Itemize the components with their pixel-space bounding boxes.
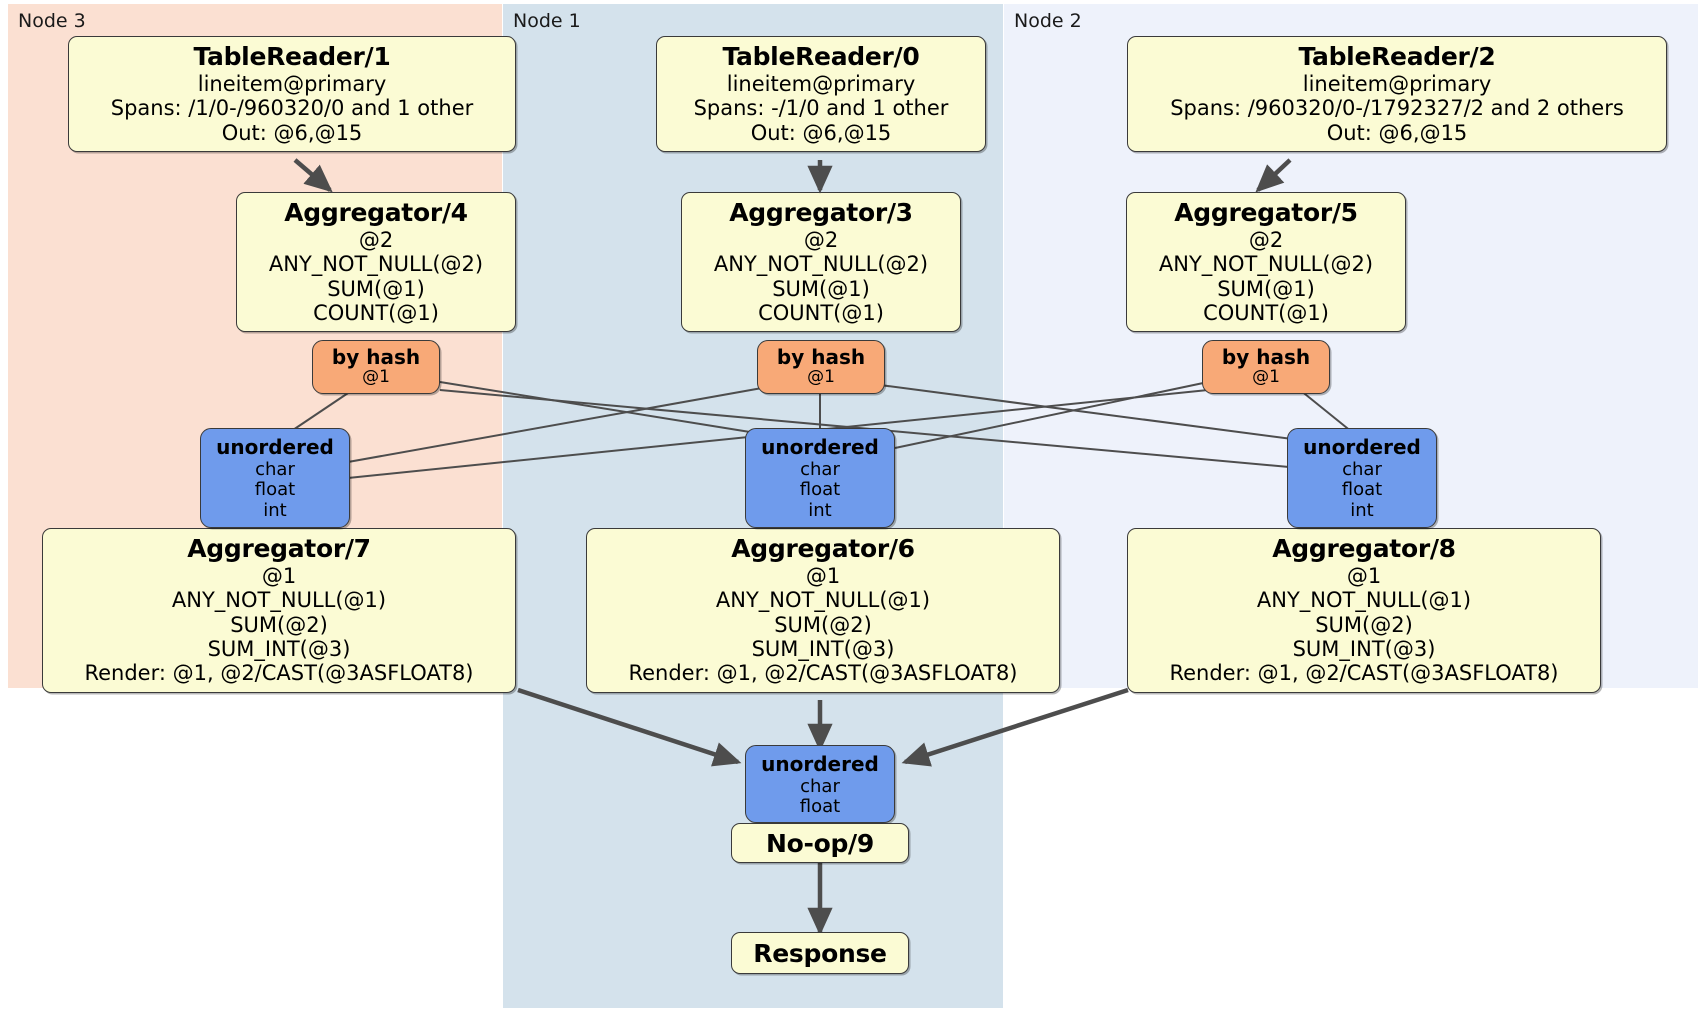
processor-detail: ANY_NOT_NULL(@1)	[171, 588, 387, 613]
processor-aggregator-8[interactable]: Aggregator/8 @1 ANY_NOT_NULL(@1) SUM(@2)…	[1127, 528, 1601, 693]
node-region-label-node1: Node 1	[513, 10, 581, 32]
processor-detail: @2	[803, 228, 839, 252]
processor-title: Aggregator/4	[284, 198, 468, 227]
processor-detail: Spans: /1/0-/960320/0 and 1 other	[110, 96, 474, 121]
processor-detail: Render: @1, @2/CAST(@3ASFLOAT8)	[84, 661, 474, 686]
processor-title: Aggregator/7	[187, 534, 371, 563]
synchronizer-unordered-node2[interactable]: unordered char float int	[1287, 428, 1437, 528]
processor-detail: ANY_NOT_NULL(@1)	[715, 588, 931, 613]
synchronizer-title: unordered	[761, 435, 879, 459]
synchronizer-type: float	[799, 479, 841, 501]
processor-detail: ANY_NOT_NULL(@2)	[1158, 252, 1374, 277]
synchronizer-title: unordered	[1303, 435, 1421, 459]
processor-detail: Render: @1, @2/CAST(@3ASFLOAT8)	[628, 661, 1018, 686]
processor-title: Aggregator/3	[729, 198, 913, 227]
processor-detail: ANY_NOT_NULL(@2)	[268, 252, 484, 277]
processor-detail: SUM_INT(@3)	[1292, 637, 1436, 662]
synchronizer-type: char	[800, 775, 840, 797]
processor-tablereader-2[interactable]: TableReader/2 lineitem@primary Spans: /9…	[1127, 36, 1667, 153]
synchronizer-type: char	[800, 458, 840, 480]
synchronizer-unordered-node3[interactable]: unordered char float int	[200, 428, 350, 528]
processor-detail: SUM_INT(@3)	[751, 637, 895, 662]
router-title: by hash	[776, 345, 866, 369]
processor-tablereader-0[interactable]: TableReader/0 lineitem@primary Spans: -/…	[656, 36, 986, 153]
processor-detail: Out: @6,@15	[750, 120, 892, 145]
processor-title: Aggregator/6	[731, 534, 915, 563]
processor-detail: Spans: /960320/0-/1792327/2 and 2 others	[1170, 96, 1624, 121]
processor-detail: Spans: -/1/0 and 1 other	[693, 96, 949, 121]
processor-title: Aggregator/5	[1174, 198, 1358, 227]
processor-aggregator-5[interactable]: Aggregator/5 @2 ANY_NOT_NULL(@2) SUM(@1)…	[1126, 192, 1406, 333]
synchronizer-title: unordered	[761, 752, 879, 776]
processor-detail: ANY_NOT_NULL(@2)	[713, 252, 929, 277]
processor-title: Response	[753, 938, 887, 968]
processor-detail: @1	[261, 564, 297, 588]
node-region-label-node2: Node 2	[1014, 10, 1082, 32]
processor-detail: COUNT(@1)	[1203, 301, 1329, 326]
processor-aggregator-6[interactable]: Aggregator/6 @1 ANY_NOT_NULL(@1) SUM(@2)…	[586, 528, 1060, 693]
synchronizer-unordered-final[interactable]: unordered char float	[745, 745, 895, 823]
synchronizer-type: float	[1341, 479, 1383, 501]
processor-aggregator-3[interactable]: Aggregator/3 @2 ANY_NOT_NULL(@2) SUM(@1)…	[681, 192, 961, 333]
processor-detail: COUNT(@1)	[758, 301, 884, 326]
processor-detail: SUM(@2)	[1315, 612, 1413, 637]
processor-detail: Render: @1, @2/CAST(@3ASFLOAT8)	[1169, 661, 1559, 686]
processor-detail: SUM_INT(@3)	[207, 637, 351, 662]
router-by-hash-node3[interactable]: by hash @1	[312, 340, 440, 394]
processor-detail: lineitem@primary	[197, 72, 387, 96]
processor-detail: SUM(@2)	[774, 612, 872, 637]
processor-title: Aggregator/8	[1272, 534, 1456, 563]
processor-tablereader-1[interactable]: TableReader/1 lineitem@primary Spans: /1…	[68, 36, 516, 153]
processor-aggregator-4[interactable]: Aggregator/4 @2 ANY_NOT_NULL(@2) SUM(@1)…	[236, 192, 516, 333]
node-region-label-node3: Node 3	[18, 10, 86, 32]
synchronizer-type: float	[799, 796, 841, 818]
processor-detail: @2	[358, 228, 394, 252]
processor-title: No-op/9	[766, 828, 874, 858]
processor-detail: SUM(@2)	[230, 612, 328, 637]
processor-detail: lineitem@primary	[1302, 72, 1492, 96]
router-title: by hash	[1221, 345, 1311, 369]
processor-detail: SUM(@1)	[772, 276, 870, 301]
processor-noop-9[interactable]: No-op/9	[731, 823, 909, 863]
processor-detail: ANY_NOT_NULL(@1)	[1256, 588, 1472, 613]
router-detail: @1	[362, 367, 390, 387]
synchronizer-type: float	[254, 479, 296, 501]
router-by-hash-node1[interactable]: by hash @1	[757, 340, 885, 394]
synchronizer-type: char	[1342, 458, 1382, 480]
synchronizer-type: int	[263, 499, 287, 521]
processor-detail: Out: @6,@15	[1326, 120, 1468, 145]
processor-detail: SUM(@1)	[1217, 276, 1315, 301]
processor-detail: @1	[805, 564, 841, 588]
processor-title: TableReader/0	[722, 42, 920, 71]
synchronizer-unordered-node1[interactable]: unordered char float int	[745, 428, 895, 528]
processor-title: TableReader/1	[193, 42, 391, 71]
processor-response[interactable]: Response	[731, 932, 909, 974]
processor-detail: Out: @6,@15	[221, 120, 363, 145]
router-title: by hash	[331, 345, 421, 369]
processor-aggregator-7[interactable]: Aggregator/7 @1 ANY_NOT_NULL(@1) SUM(@2)…	[42, 528, 516, 693]
router-by-hash-node2[interactable]: by hash @1	[1202, 340, 1330, 394]
router-detail: @1	[807, 367, 835, 387]
processor-detail: SUM(@1)	[327, 276, 425, 301]
router-detail: @1	[1252, 367, 1280, 387]
synchronizer-type: int	[808, 499, 832, 521]
synchronizer-title: unordered	[216, 435, 334, 459]
processor-detail: @2	[1248, 228, 1284, 252]
processor-detail: lineitem@primary	[726, 72, 916, 96]
processor-title: TableReader/2	[1298, 42, 1496, 71]
synchronizer-type: char	[255, 458, 295, 480]
synchronizer-type: int	[1350, 499, 1374, 521]
processor-detail: COUNT(@1)	[313, 301, 439, 326]
processor-detail: @1	[1346, 564, 1382, 588]
